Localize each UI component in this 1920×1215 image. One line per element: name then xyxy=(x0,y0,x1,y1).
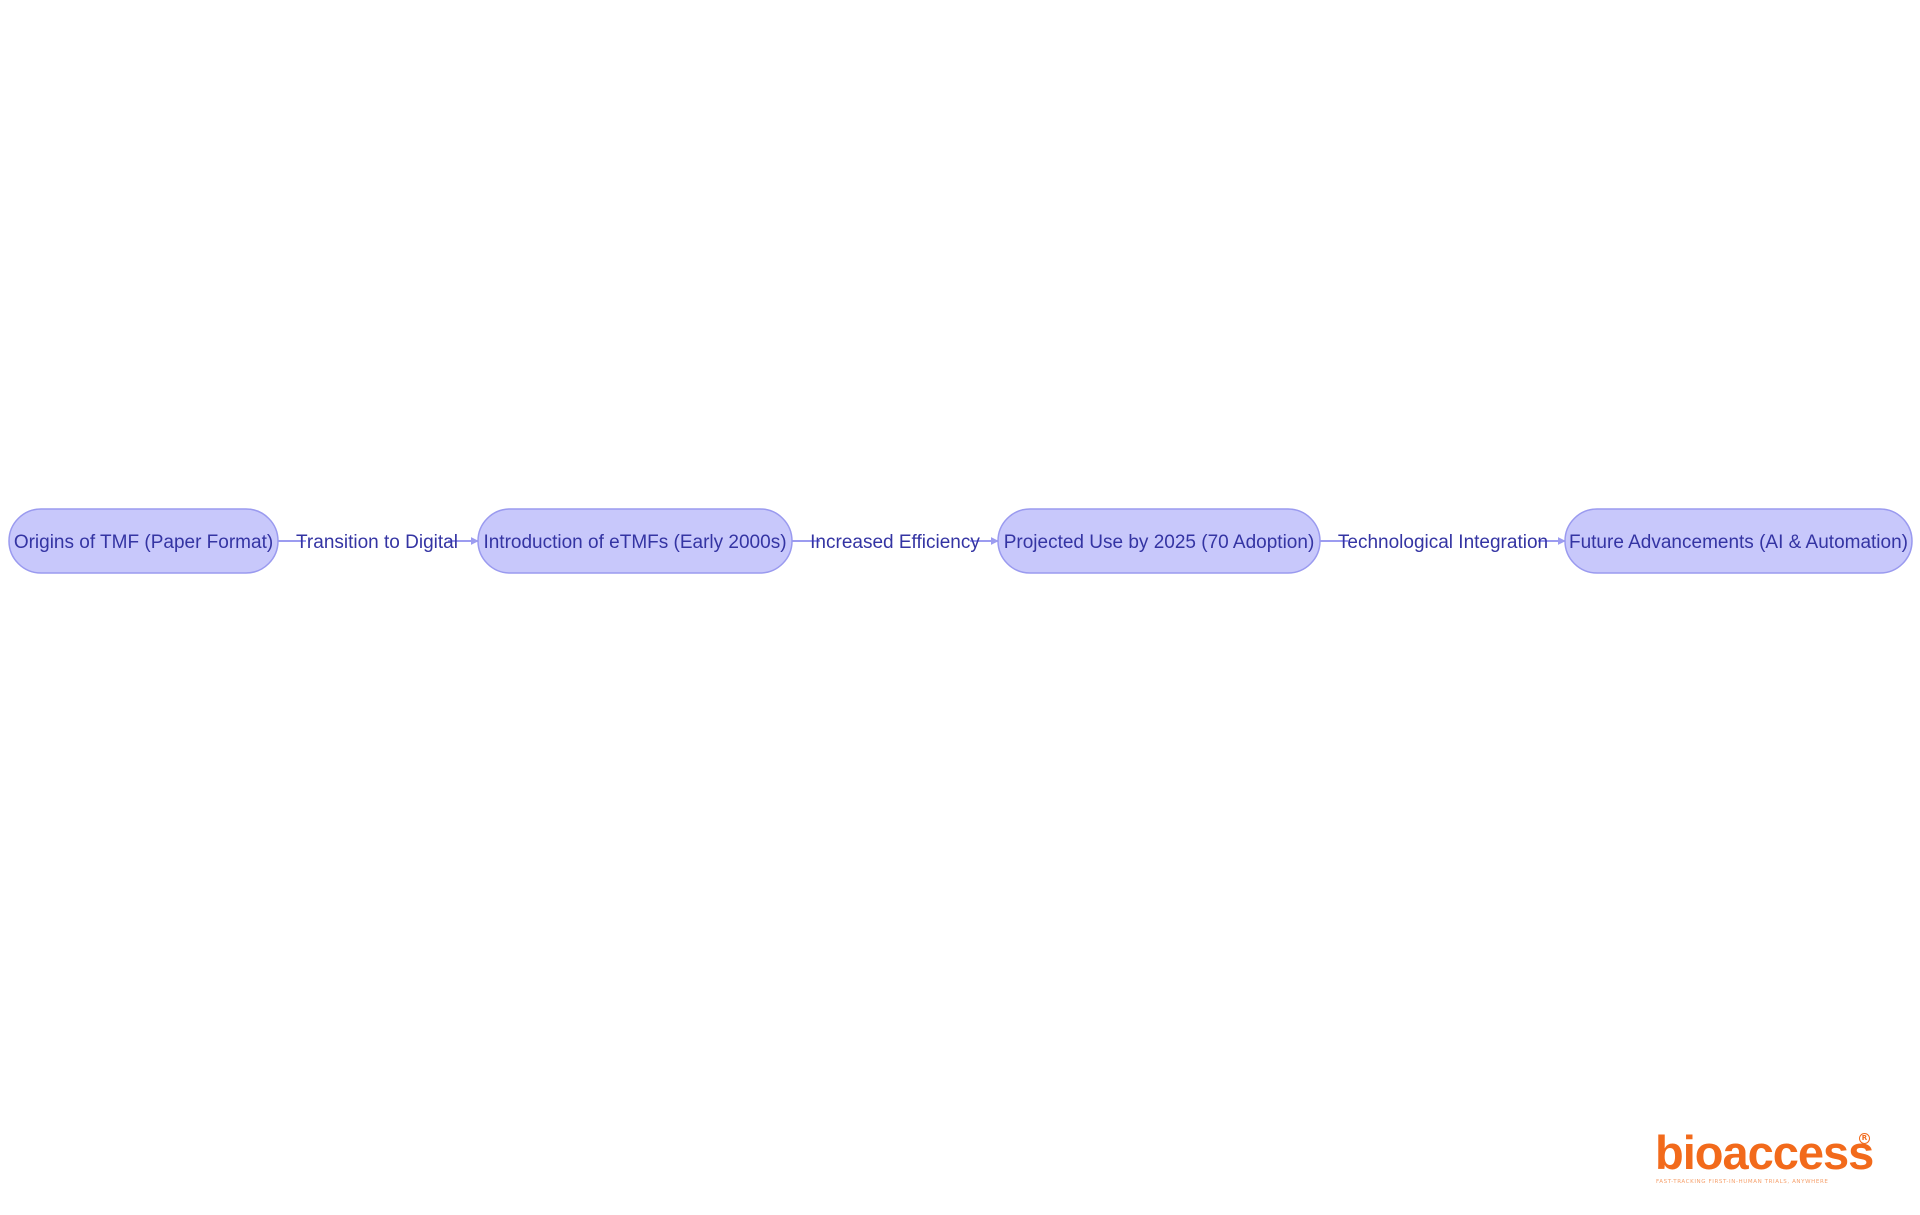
node-label: Projected Use by 2025 (70 Adoption) xyxy=(1004,532,1315,553)
node-introduction-of-etmfs: Introduction of eTMFs (Early 2000s) xyxy=(477,508,793,574)
node-future-advancements: Future Advancements (AI & Automation) xyxy=(1564,508,1913,574)
node-projected-use-2025: Projected Use by 2025 (70 Adoption) xyxy=(997,508,1321,574)
edge-increased-efficiency: Increased Efficiency xyxy=(792,528,999,554)
edge-label: Transition to Digital xyxy=(296,532,458,553)
edge-label: Technological Integration xyxy=(1338,532,1548,553)
node-shape xyxy=(997,508,1321,574)
node-shape xyxy=(1564,508,1913,574)
node-origins-of-tmf: Origins of TMF (Paper Format) xyxy=(8,508,279,574)
node-label: Future Advancements (AI & Automation) xyxy=(1569,532,1908,553)
logo-tagline: FAST-TRACKING FIRST-IN-HUMAN TRIALS, ANY… xyxy=(1656,1179,1829,1185)
node-shape xyxy=(477,508,793,574)
node-shape xyxy=(8,508,279,574)
logo-wordmark: bioaccess xyxy=(1655,1126,1874,1179)
edge-label: Increased Efficiency xyxy=(810,532,980,553)
registered-mark-icon: R xyxy=(1859,1133,1870,1144)
edge-transition-to-digital: Transition to Digital xyxy=(278,528,479,554)
node-label: Introduction of eTMFs (Early 2000s) xyxy=(483,532,786,553)
bioaccess-logo: bioaccess R FAST-TRACKING FIRST-IN-HUMAN… xyxy=(1655,1128,1875,1186)
edge-technological-integration: Technological Integration xyxy=(1320,528,1566,554)
node-label: Origins of TMF (Paper Format) xyxy=(14,532,273,553)
